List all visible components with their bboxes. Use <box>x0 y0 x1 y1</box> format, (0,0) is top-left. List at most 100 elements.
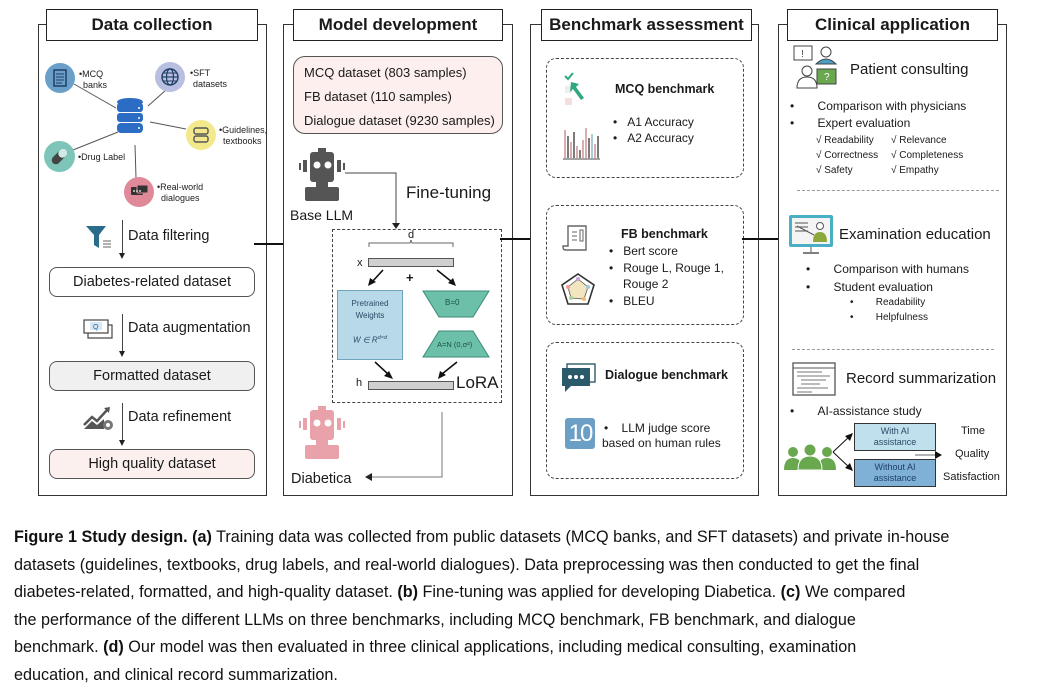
data-source-network <box>72 83 187 179</box>
checklist-cursor-icon <box>564 72 584 105</box>
outcome-arrow <box>915 451 942 459</box>
education-bullet: • Comparison with humans <box>806 262 969 276</box>
caption-bold-run: Figure 1 Study design. (a) <box>14 528 212 546</box>
fine-tuning-label: Fine-tuning <box>406 183 492 202</box>
lora-h-label: h <box>356 377 363 389</box>
with-ai-box: With AI assistance <box>854 423 936 451</box>
lora-x-vector <box>368 258 454 267</box>
robot-icon <box>299 148 345 201</box>
record-document-icon <box>792 362 836 396</box>
step-data-refinement: Data refinement <box>128 409 232 425</box>
caption-text-run: diabetes-related, formatted, and high-qu… <box>14 583 398 601</box>
source-label-guidelines: •Guidelines, textbooks <box>219 125 268 146</box>
without-ai-box: Without AI assistance <box>854 459 936 487</box>
panel-clinical-application <box>778 24 1007 496</box>
figure-caption: Figure 1 Study design. (a) Training data… <box>14 524 1054 689</box>
arrow-b-to-c <box>500 238 544 240</box>
arrow-to-b <box>436 269 453 283</box>
caption-line: datasets (guidelines, textbooks, drug la… <box>14 552 1054 580</box>
connector-line <box>72 131 119 151</box>
caption-line: the performance of the different LLMs on… <box>14 607 1054 635</box>
filter-icon <box>86 226 111 248</box>
lora-split-arrows <box>368 269 456 286</box>
people-group-icon <box>784 444 836 470</box>
document-list-icon <box>45 63 75 93</box>
fb-benchmark-item: • Rouge L, Rouge 1, <box>609 261 724 275</box>
panel-title-model-development: Model development <box>293 9 503 41</box>
connector-line <box>73 83 117 109</box>
caption-line: benchmark. (d) Our model was then evalua… <box>14 634 1054 662</box>
lora-d-brace <box>368 240 454 247</box>
mcq-benchmark-item: • A1 Accuracy <box>613 115 694 129</box>
caption-text-run: education, and clinical record summariza… <box>14 665 338 684</box>
mcq-benchmark-title: MCQ benchmark <box>615 82 715 96</box>
base-to-lora-connector <box>345 172 400 229</box>
bar-chart-icon <box>563 128 600 160</box>
globe-icon <box>155 62 185 92</box>
database-icon <box>117 98 143 133</box>
caption-text-run: Our model was then evaluated in three cl… <box>123 638 857 656</box>
caption-bold-run: (d) <box>103 638 124 656</box>
education-bullet: • Student evaluation <box>806 280 933 294</box>
lora-box <box>332 229 502 403</box>
lora-b-label: B=0 <box>445 298 460 307</box>
step-data-augmentation: Data augmentation <box>128 320 251 336</box>
criterion-empathy: √ Empathy <box>891 165 939 176</box>
panel-title-clinical: Clinical application <box>787 9 998 41</box>
caption-text-run: benchmark. <box>14 638 104 656</box>
connector-line <box>149 121 187 130</box>
arrow-down-icon <box>119 440 125 446</box>
caption-text-run: Training data was collected from public … <box>211 528 950 546</box>
dataset-box-diabetes-related: Diabetes-related dataset <box>49 267 255 297</box>
books-icon <box>186 120 216 150</box>
flow-arrow-line <box>122 403 123 443</box>
dialogue-benchmark-item: • LLM judge score <box>604 421 711 435</box>
dataset-box-formatted: Formatted dataset <box>49 361 255 391</box>
outcome-satisfaction: Satisfaction <box>943 471 1000 483</box>
section-divider <box>792 349 994 350</box>
examination-education-title: Examination education <box>839 226 991 243</box>
lora-h-vector <box>368 381 454 390</box>
caption-text-run: We compared <box>800 583 906 601</box>
criterion-completeness: √ Completeness <box>891 150 964 161</box>
fb-benchmark-item-cont: Rouge 2 <box>623 277 669 291</box>
group-split-arrows <box>832 433 853 471</box>
caption-bold-run: (b) <box>397 583 419 601</box>
consulting-bullet: • Comparison with physicians <box>790 99 967 113</box>
pill-icon <box>44 141 75 172</box>
caption-text-run: the performance of the different LLMs on… <box>14 610 856 629</box>
mcq-benchmark-card <box>546 58 744 178</box>
connector-line <box>147 89 167 107</box>
dialogue-benchmark-title: Dialogue benchmark <box>605 368 728 382</box>
criterion-readability: √ Readability <box>816 135 874 146</box>
fb-benchmark-item: • BLEU <box>609 294 655 308</box>
panel-title-data-collection: Data collection <box>46 9 258 41</box>
source-label-dialogues: •Real-world dialogues <box>157 182 204 203</box>
diabetica-robot-icon <box>299 406 345 459</box>
connector-line <box>134 144 137 179</box>
arrow-to-pretrained <box>371 269 384 283</box>
fb-benchmark-title: FB benchmark <box>621 227 708 241</box>
svg-text:!: ! <box>801 49 804 60</box>
dataset-box-high-quality: High quality dataset <box>49 449 255 479</box>
diabetica-label: Diabetica <box>291 471 352 487</box>
caption-line: diabetes-related, formatted, and high-qu… <box>14 579 1054 607</box>
criterion-safety: √ Safety <box>816 165 853 176</box>
source-label-sft: •SFT datasets <box>190 68 228 89</box>
section-divider <box>797 190 999 191</box>
flow-arrow-line <box>122 220 123 256</box>
fb-benchmark-item: • Bert score <box>609 244 678 258</box>
teacher-screen-icon <box>789 215 833 254</box>
caption-line: Figure 1 Study design. (a) Training data… <box>14 524 1054 552</box>
training-datasets-box: MCQ dataset (803 samples) FB dataset (11… <box>293 56 503 134</box>
criterion-correctness: √ Correctness <box>816 150 879 161</box>
qa-cards-icon: Q <box>83 319 113 339</box>
arrow-c-to-d <box>742 238 784 240</box>
panel-title-benchmark: Benchmark assessment <box>541 9 752 41</box>
consulting-bullet: • Expert evaluation <box>790 116 911 130</box>
lora-to-diabetica-connector <box>365 412 443 481</box>
outcome-quality: Quality <box>955 448 990 460</box>
mcq-benchmark-item: • A2 Accuracy <box>613 131 694 145</box>
lora-title: LoRA <box>456 373 499 392</box>
arrow-a-to-b <box>254 243 290 245</box>
